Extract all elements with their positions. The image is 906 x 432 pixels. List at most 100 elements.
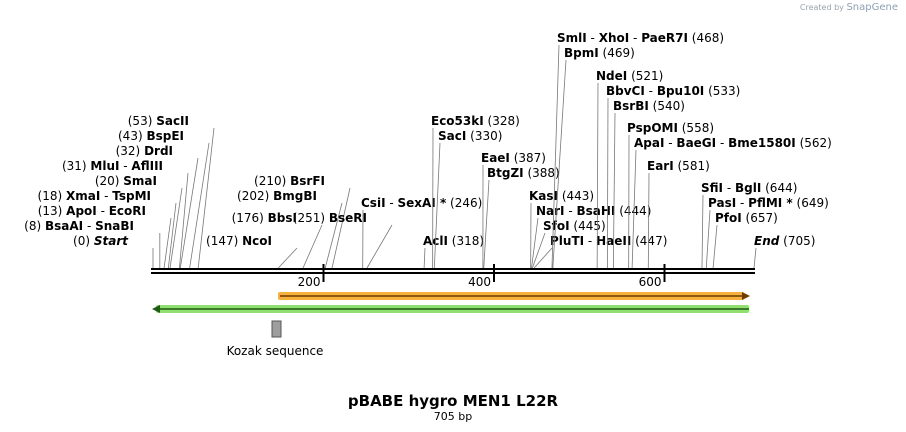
site-leader-line (302, 224, 323, 269)
site-label: AclI (318) (423, 234, 484, 248)
site-bseri[interactable]: (251) BseRI (293, 211, 393, 269)
site-bpmi[interactable]: BpmI (469) (552, 46, 635, 269)
kozak-feature-box[interactable] (271, 320, 282, 338)
site-label: Eco53kI (328) (431, 114, 520, 128)
site-bsrfi[interactable]: (210) BsrFI (254, 174, 351, 269)
site-eaei[interactable]: EaeI (387) (481, 151, 546, 269)
site-label: (18) XmaI - TspMI (38, 189, 151, 203)
ruler-tick-label: 600 (639, 275, 662, 289)
site-label: (32) DrdI (116, 144, 173, 158)
site-label: PasI - PflMI * (649) (708, 196, 829, 210)
site-label: NarI - BsaHI (444) (536, 204, 652, 218)
kozak-label: Kozak sequence (227, 344, 324, 358)
site-label: (202) BmgBI (237, 189, 317, 203)
site-leader-line (179, 172, 189, 269)
site-nari[interactable]: NarI - BsaHI (444) (531, 204, 652, 269)
site-sacii[interactable]: (53) SacII (128, 114, 215, 269)
site-label: SmlI - XhoI - PaeR7I (468) (557, 31, 724, 45)
site-leader-line (324, 202, 343, 269)
site-label: (176) BbsI (232, 211, 297, 225)
site-label: KasI (443) (529, 189, 594, 203)
site-ncoi[interactable]: (147) NcoI (206, 234, 298, 269)
site-leader-line (753, 247, 757, 269)
site-label: PfoI (657) (715, 211, 778, 225)
site-sfoi[interactable]: SfoI (445) (531, 219, 606, 269)
site-label: (210) BsrFI (254, 174, 325, 188)
site-acli[interactable]: AclI (318) (423, 234, 484, 269)
site-leader-line (705, 209, 711, 269)
site-leader-line (531, 232, 546, 269)
site-saci[interactable]: SacI (330) (433, 129, 502, 269)
site-apai[interactable]: ApaI - BaeGI - Bme1580I (562) (631, 136, 832, 269)
site-label: (31) MluI - AflIII (62, 159, 163, 173)
site-leader-line (712, 224, 718, 269)
site-leader-line (533, 247, 553, 269)
site-label: BpmI (469) (564, 46, 635, 60)
site-leader-line (647, 172, 650, 269)
site-leader-line (163, 217, 172, 269)
site-label: (147) NcoI (206, 234, 272, 248)
site-leader-line (197, 127, 215, 269)
site-leader-line (551, 44, 560, 269)
site-leader-line (531, 217, 539, 269)
site-label: PspOMI (558) (627, 121, 714, 135)
site-label: (13) ApoI - EcoRI (38, 204, 146, 218)
ruler-tick-label: 400 (468, 275, 491, 289)
credit-prefix: Created by (799, 3, 844, 12)
site-smai[interactable]: (20) SmaI (95, 174, 183, 269)
site-start[interactable]: (0) Start (73, 234, 154, 268)
site-bsaai[interactable]: (8) BsaAI - SnaBI (24, 219, 161, 268)
site-csii[interactable]: CsiI - SexAI * (246) (361, 196, 482, 269)
site-label: PluTI - HaeII (447) (550, 234, 667, 248)
site-label: CsiI - SexAI * (246) (361, 196, 482, 210)
site-mlui[interactable]: (31) MluI - AflIII (62, 159, 189, 269)
site-ndei[interactable]: NdeI (521) (596, 69, 663, 269)
site-label: (53) SacII (128, 114, 189, 128)
site-label: EarI (581) (647, 159, 710, 173)
site-kasi[interactable]: KasI (443) (529, 189, 594, 269)
site-label: BtgZI (388) (487, 166, 560, 180)
construct-title: pBABE hygro MEN1 L22R (347, 392, 559, 410)
site-bmgbi[interactable]: (202) BmgBI (237, 189, 343, 269)
site-leader-line (278, 247, 298, 269)
site-leader-line (169, 187, 183, 269)
snapgene-logo: SnapGene (846, 2, 898, 13)
site-pspomi[interactable]: PspOMI (558) (627, 121, 714, 269)
site-bsrbi[interactable]: BsrBI (540) (612, 99, 685, 269)
site-btgzi[interactable]: BtgZI (388) (483, 166, 560, 269)
site-label: SfoI (445) (543, 219, 606, 233)
site-apoi[interactable]: (13) ApoI - EcoRI (38, 204, 172, 269)
site-label: (43) BspEI (118, 129, 184, 143)
site-leader-line (701, 194, 704, 269)
site-pasi[interactable]: PasI - PflMI * (649) (705, 196, 829, 269)
site-bspei[interactable]: (43) BspEI (118, 129, 210, 269)
site-sfii[interactable]: SfiI - BglI (644) (701, 181, 797, 269)
site-label: NdeI (521) (596, 69, 663, 83)
site-label: SfiI - BglI (644) (701, 181, 797, 195)
site-eco53ki[interactable]: Eco53kI (328) (431, 114, 520, 269)
site-eari[interactable]: EarI (581) (647, 159, 710, 269)
site-label: ApaI - BaeGI - Bme1580I (562) (634, 136, 832, 150)
site-label: (20) SmaI (95, 174, 157, 188)
site-bbvci[interactable]: BbvCI - Bpu10I (533) (606, 84, 740, 269)
site-leader-line (612, 112, 616, 269)
site-leader-line (552, 59, 567, 269)
site-pfoi[interactable]: PfoI (657) (712, 211, 778, 269)
site-leader-line (179, 157, 199, 269)
feature-arrow-orange[interactable] (278, 292, 750, 300)
site-label: BsrBI (540) (613, 99, 685, 113)
site-leader-line (167, 202, 177, 269)
site-bbsi[interactable]: (176) BbsI (232, 211, 323, 269)
site-smli[interactable]: SmlI - XhoI - PaeR7I (468) (551, 31, 724, 269)
site-label: (251) BseRI (293, 211, 367, 225)
site-xmai[interactable]: (18) XmaI - TspMI (38, 189, 177, 269)
site-drdi[interactable]: (32) DrdI (116, 144, 199, 269)
site-leader-line (423, 247, 426, 269)
site-end[interactable]: End (705) (753, 234, 815, 269)
site-leader-line (483, 179, 490, 269)
feature-arrow-green[interactable] (152, 305, 749, 313)
site-leader-line (331, 187, 351, 269)
snapgene-credit: Created by SnapGene (800, 2, 898, 13)
